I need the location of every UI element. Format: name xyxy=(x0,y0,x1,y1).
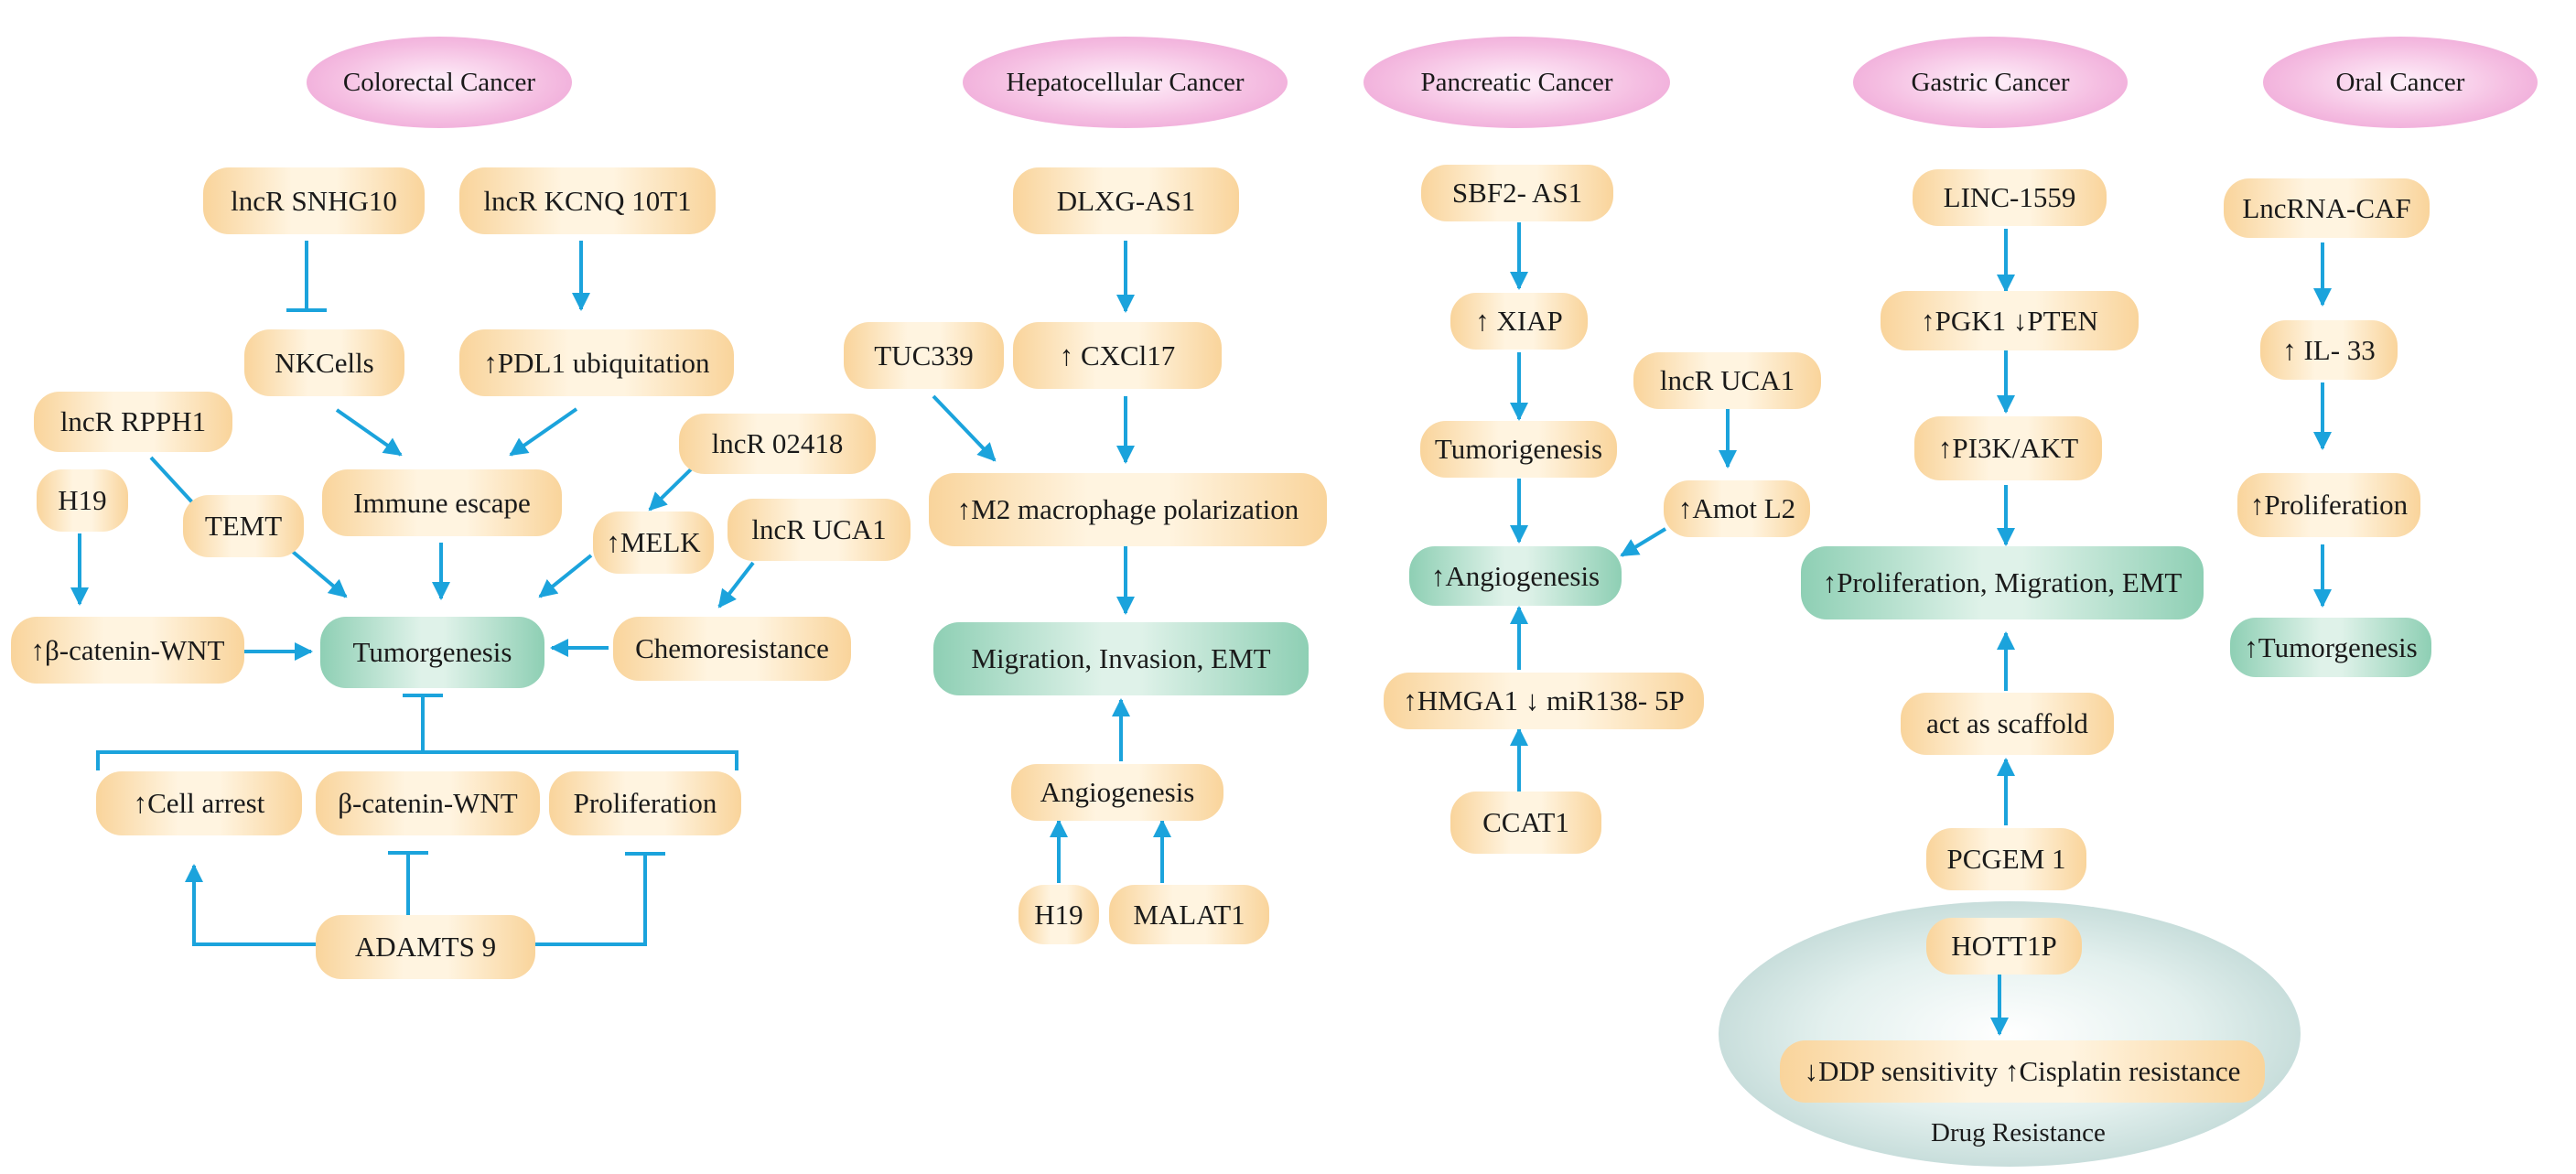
node-lncr-02418: lncR 02418 xyxy=(679,414,876,474)
edge-uca1-chemo xyxy=(717,561,755,609)
node-ccat1: CCAT1 xyxy=(1450,792,1601,854)
node-pgk1-pten: ↑PGK1 ↓PTEN xyxy=(1881,291,2139,350)
title-oral-cancer: Oral Cancer xyxy=(2263,37,2538,128)
node-lncr-uca1: lncR UCA1 xyxy=(728,499,911,561)
node-proliferation-oral: ↑Proliferation xyxy=(2237,473,2420,537)
node-lncr-rpph1: lncR RPPH1 xyxy=(34,392,232,452)
label-drug-resistance: Drug Resistance xyxy=(1931,1118,2106,1147)
node-melk: ↑MELK xyxy=(593,512,714,574)
bracket xyxy=(96,750,738,770)
node-pcgem1: PCGEM 1 xyxy=(1926,828,2086,890)
edge-adamts-cellarrest xyxy=(185,864,316,946)
edge-amot-angio xyxy=(1620,527,1667,557)
edge-02418-melk xyxy=(648,465,695,512)
node-il33: ↑ IL- 33 xyxy=(2260,320,2398,380)
node-m2-polarization: ↑M2 macrophage polarization xyxy=(929,473,1327,546)
node-temt: TEMT xyxy=(183,495,304,557)
node-lncr-kcnq: lncR KCNQ 10T1 xyxy=(459,167,716,234)
edge-adamts-prolif xyxy=(535,854,647,946)
node-tuc339: TUC339 xyxy=(844,322,1004,389)
node-lncr-snhg10: lncR SNHG10 xyxy=(203,167,425,234)
node-beta-catenin-wnt: β-catenin-WNT xyxy=(316,771,540,835)
edge-temt-tumor xyxy=(291,550,348,598)
node-angiogenesis-panc: ↑Angiogenesis xyxy=(1409,546,1622,606)
node-beta-catenin-wnt-up: ↑β-catenin-WNT xyxy=(11,617,244,684)
node-nkcells: NKCells xyxy=(244,329,404,396)
node-adamts9: ADAMTS 9 xyxy=(316,915,535,979)
title-gastric-cancer: Gastric Cancer xyxy=(1853,37,2128,128)
node-angiogenesis: Angiogenesis xyxy=(1011,764,1223,821)
edge-pdl1-immune xyxy=(509,407,578,457)
node-tumorigenesis: Tumorigenesis xyxy=(1420,421,1617,478)
node-immune-escape: Immune escape xyxy=(322,469,562,536)
node-cell-arrest: ↑Cell arrest xyxy=(96,771,302,835)
node-hmga1-mir138: ↑HMGA1 ↓ miR138- 5P xyxy=(1384,673,1704,729)
node-linc-1559: LINC-1559 xyxy=(1913,169,2107,226)
node-h19-hcc: H19 xyxy=(1019,885,1099,944)
edge-nkcells-immune xyxy=(335,408,403,457)
node-xiap: ↑ XIAP xyxy=(1450,293,1588,350)
edge-melk-tumor xyxy=(538,554,593,598)
node-migration-invasion-emt: Migration, Invasion, EMT xyxy=(933,622,1309,695)
title-hepatocellular-cancer: Hepatocellular Cancer xyxy=(963,37,1288,128)
node-proliferation: Proliferation xyxy=(549,771,741,835)
node-sbf2-as1: SBF2- AS1 xyxy=(1421,165,1613,221)
node-ddp-cisplatin: ↓DDP sensitivity ↑Cisplatin resistance xyxy=(1780,1040,2265,1103)
node-cxcl17: ↑ CXCl17 xyxy=(1013,322,1222,389)
node-tumorgenesis-oral: ↑Tumorgenesis xyxy=(2230,618,2431,677)
node-pi3k-akt: ↑PI3K/AKT xyxy=(1914,416,2102,480)
node-lncr-uca1-panc: lncR UCA1 xyxy=(1633,352,1821,409)
node-proliferation-migration-emt: ↑Proliferation, Migration, EMT xyxy=(1801,546,2204,619)
title-colorectal-cancer: Colorectal Cancer xyxy=(307,37,572,128)
node-amot-l2: ↑Amot L2 xyxy=(1664,480,1810,537)
node-tumorgenesis: Tumorgenesis xyxy=(320,617,544,688)
node-act-as-scaffold: act as scaffold xyxy=(1901,693,2114,755)
node-h19: H19 xyxy=(37,469,128,532)
edge-tuc339-m2 xyxy=(932,394,997,462)
title-pancreatic-cancer: Pancreatic Cancer xyxy=(1363,37,1670,128)
node-chemoresistance: Chemoresistance xyxy=(613,617,851,681)
node-dlxg-as1: DLXG-AS1 xyxy=(1013,167,1239,234)
node-hott1p: HOTT1P xyxy=(1926,918,2082,975)
node-lncrna-caf: LncRNA-CAF xyxy=(2224,178,2430,238)
node-pdl1-ubiquitation: ↑PDL1 ubiquitation xyxy=(459,329,734,396)
node-malat1: MALAT1 xyxy=(1109,885,1269,944)
